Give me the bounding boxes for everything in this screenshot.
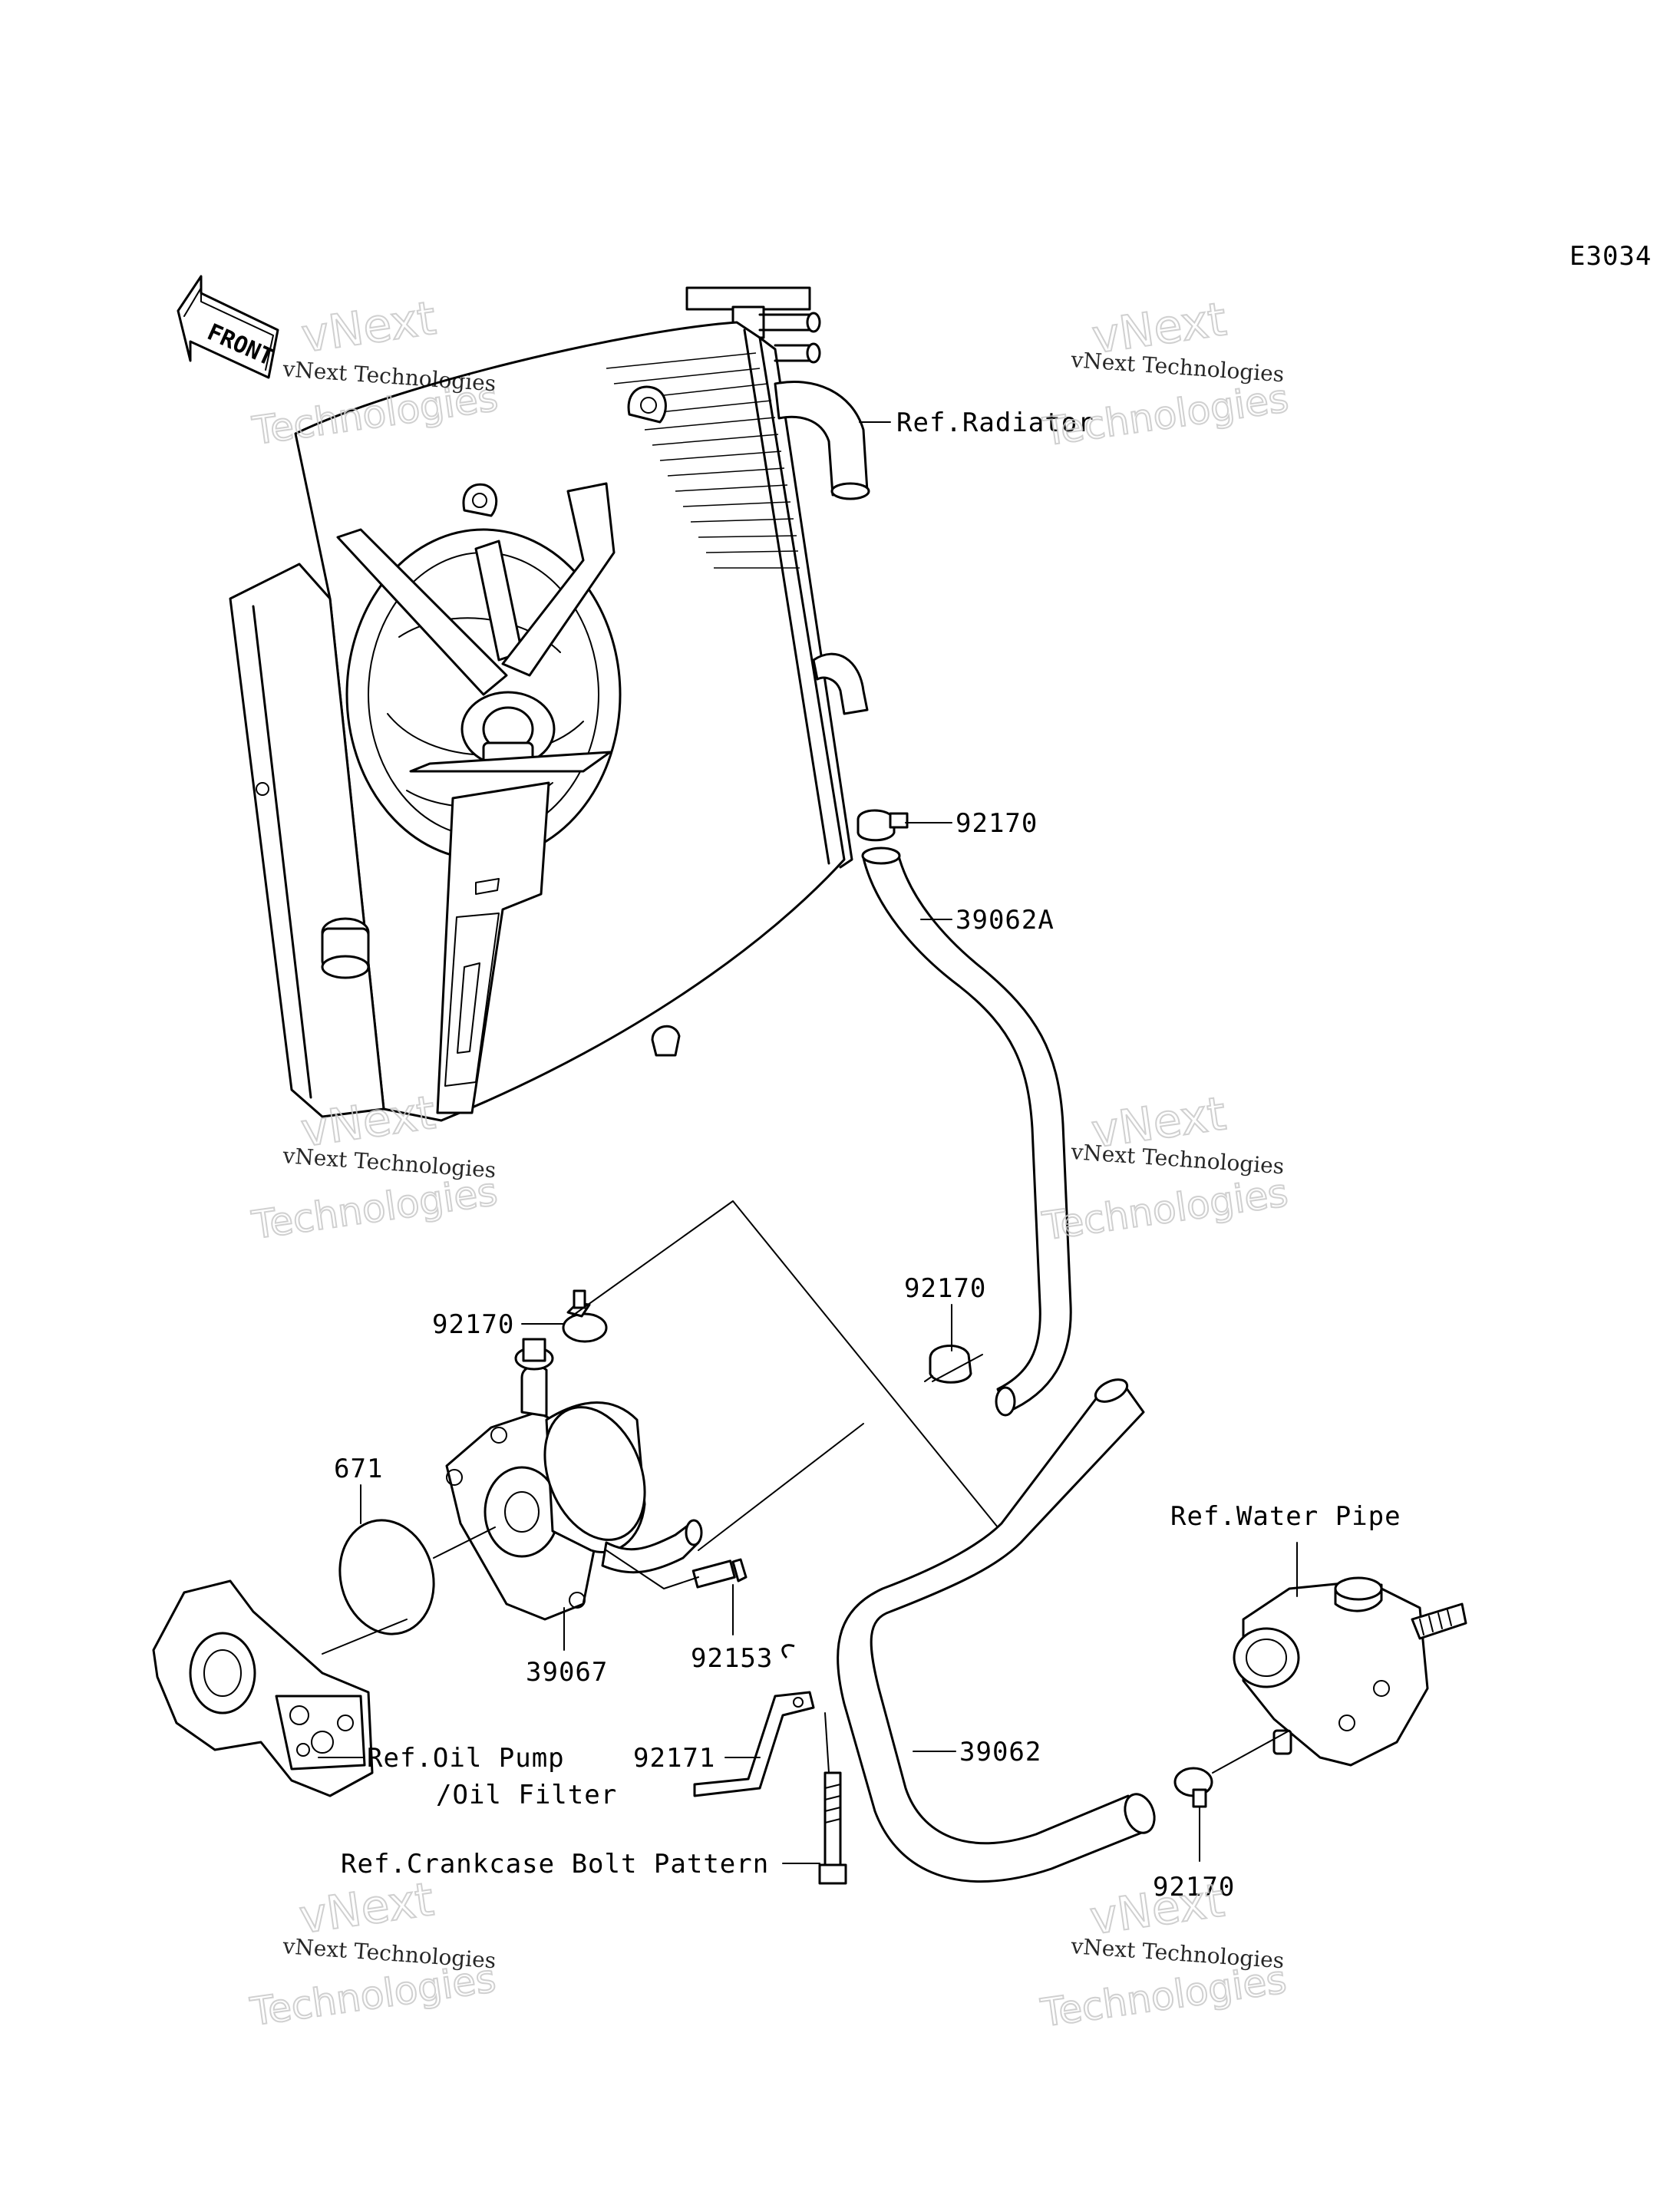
- label-92153: 92153: [691, 1643, 773, 1674]
- label-92170-b: 92170: [904, 1273, 986, 1304]
- label-671: 671: [334, 1454, 383, 1484]
- bolt-92153: [691, 1558, 748, 1589]
- watermark-company: vNext Technologies: [1070, 1933, 1286, 1973]
- o-ring-671: [338, 1519, 435, 1635]
- watermark-line1: vNext: [299, 292, 439, 364]
- part-labels: Ref.Radiator 92170 39062A 92170 92170 67…: [334, 408, 1401, 1903]
- hose-clamp-92170-mid: [562, 1289, 608, 1343]
- label-92170-d: 92170: [1153, 1872, 1235, 1903]
- label-39062A: 39062A: [956, 905, 1055, 936]
- oil-cooler-39067: [445, 1338, 703, 1621]
- hose-clamp-92170-lower: [929, 1345, 972, 1384]
- radiator-assembly: [229, 286, 870, 1122]
- label-92171: 92171: [633, 1743, 715, 1774]
- diagram-code: E3034: [1569, 241, 1652, 272]
- watermark-company: vNext Technologies: [282, 1933, 497, 1973]
- hose-39062A: [861, 847, 1072, 1417]
- watermark-company: vNext Technologies: [282, 1143, 497, 1183]
- label-ref-radiator: Ref.Radiator: [896, 408, 1094, 438]
- hose-clamp-92170-top: [857, 809, 909, 842]
- leader-lines: [318, 421, 1298, 1864]
- watermark-line1: vNext: [296, 1873, 437, 1945]
- bracket-92171: [693, 1644, 847, 1885]
- label-39062: 39062: [959, 1737, 1041, 1767]
- label-ref-water-pipe: Ref.Water Pipe: [1170, 1501, 1401, 1532]
- front-arrow-icon: FRONT: [177, 275, 279, 379]
- radiator-core-fins: [606, 352, 800, 569]
- watermark-line2: Technologies: [249, 1169, 500, 1247]
- watermark-line1: vNext: [1087, 1873, 1227, 1946]
- watermark-line2: Technologies: [1040, 376, 1291, 454]
- label-92170-c: 92170: [432, 1309, 514, 1340]
- label-92170-a: 92170: [956, 808, 1038, 839]
- hose-39062: [837, 1378, 1156, 1883]
- label-ref-crankcase: Ref.Crankcase Bolt Pattern: [341, 1849, 769, 1880]
- label-ref-oil-filter: /Oil Filter: [436, 1780, 617, 1810]
- label-ref-oil-pump: Ref.Oil Pump: [367, 1743, 565, 1774]
- water-pump: [1233, 1576, 1467, 1767]
- watermark-line2: Technologies: [1040, 1170, 1291, 1249]
- oil-pump-housing: [152, 1579, 374, 1797]
- hose-clamp-92170-right: [1173, 1767, 1213, 1808]
- label-39067: 39067: [526, 1657, 608, 1688]
